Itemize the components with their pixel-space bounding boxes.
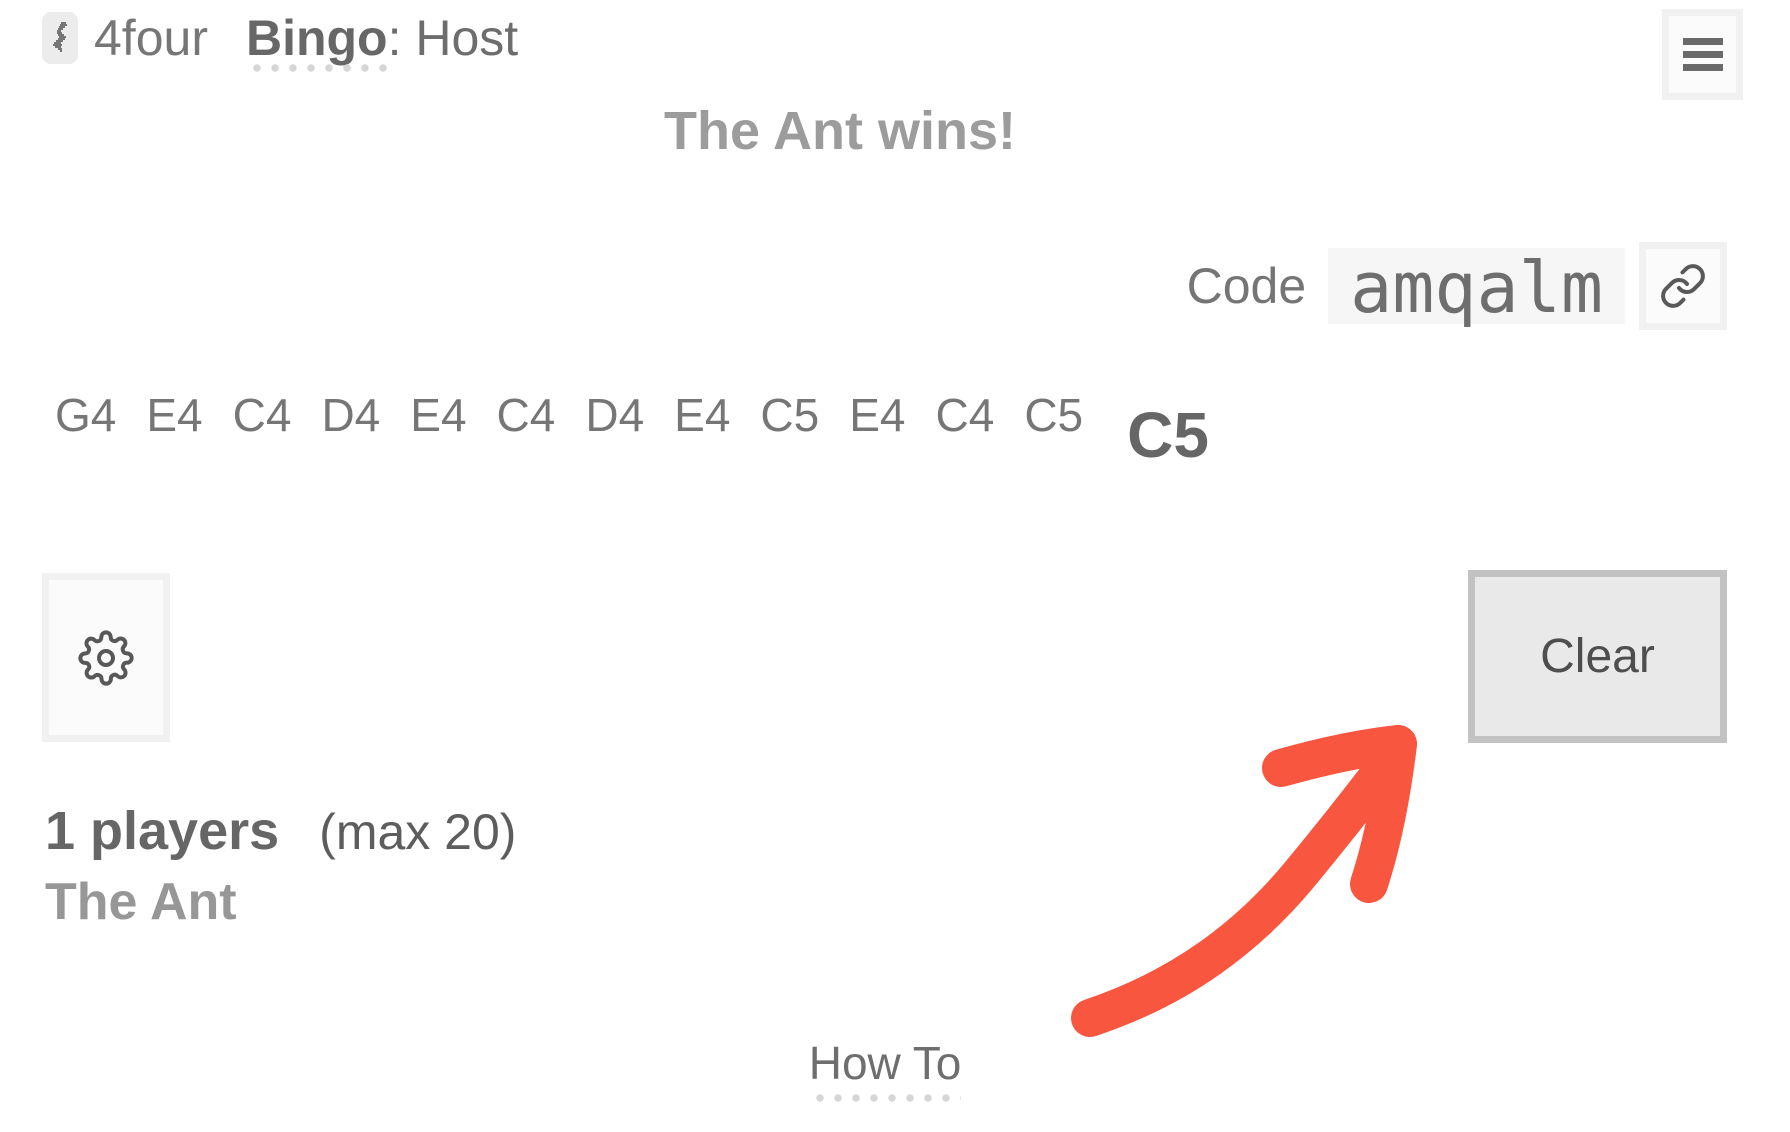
player-name: The Ant [45, 873, 237, 931]
players-max: (max 20) [319, 804, 517, 860]
win-message: The Ant wins! [664, 101, 1016, 161]
game-name-link[interactable]: Bingo [245, 10, 388, 72]
called-note: D4 [321, 389, 381, 441]
called-note: C5 [760, 389, 820, 441]
players-summary: 1 players (max 20) [45, 800, 516, 862]
called-note: D4 [585, 389, 645, 441]
share-code-row: Code amqalm [1187, 242, 1727, 330]
called-note: E4 [849, 389, 906, 441]
called-note: C4 [232, 389, 292, 441]
called-note: E4 [674, 389, 731, 441]
how-to-link[interactable]: How To [808, 1037, 962, 1102]
annotation-arrow-barb-down [1350, 725, 1417, 903]
code-label: Code [1186, 258, 1307, 314]
clear-button[interactable]: Clear [1468, 570, 1727, 743]
footer: How To [0, 1036, 1770, 1102]
squiggle-logo-icon [49, 19, 71, 57]
link-icon [1659, 262, 1707, 310]
called-note: C4 [496, 389, 556, 441]
current-note: C5 [1127, 399, 1209, 471]
players-count: 1 players [45, 801, 280, 861]
annotation-arrow-shaft [1071, 732, 1416, 1037]
called-notes-row: G4 E4 C4 D4 E4 C4 D4 E4 C5 E4 C4 C5 C5 [55, 388, 1209, 471]
called-note: E4 [410, 389, 467, 441]
app-logo [42, 12, 78, 64]
called-note: C4 [935, 389, 995, 441]
copy-link-button[interactable] [1639, 242, 1727, 330]
header: 4four Bingo : Host [42, 8, 519, 72]
clear-button-label: Clear [1540, 630, 1655, 683]
called-note: C5 [1024, 389, 1084, 441]
menu-button[interactable] [1662, 9, 1743, 100]
code-value: amqalm [1328, 248, 1625, 328]
game-mode-label: : Host [387, 10, 519, 66]
called-note: G4 [55, 389, 117, 441]
called-note: E4 [146, 389, 203, 441]
annotation-arrow-barb-left [1262, 725, 1417, 787]
gear-icon [78, 629, 134, 686]
app-name: 4four [94, 10, 208, 66]
settings-button[interactable] [42, 573, 170, 742]
hamburger-menu-icon [1682, 38, 1723, 71]
